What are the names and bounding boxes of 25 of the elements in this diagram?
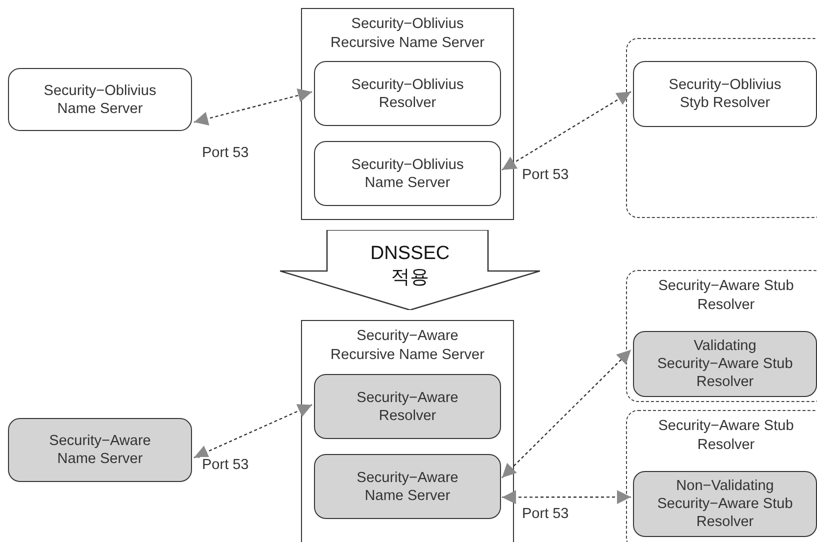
group-title: Security−Aware Stub Resolver: [657, 277, 795, 315]
server-box: Security−Oblivius Name Server: [314, 141, 501, 206]
server-box: Validating Security−Aware Stub Resolver: [633, 331, 817, 397]
server-frame: [301, 320, 514, 542]
server-frame: [301, 8, 514, 220]
arrow-label: DNSSEC 적용: [370, 242, 450, 290]
server-box: Security−Aware Resolver: [314, 374, 501, 439]
server-box: Security−Oblivius Name Server: [8, 68, 192, 131]
dashed-arrow: [502, 490, 631, 504]
group-title: Security−Oblivius Recursive Name Server: [330, 15, 486, 53]
dashed-group: [626, 38, 817, 218]
dashed-arrow: [194, 404, 312, 458]
server-box: Security−Aware Name Server: [8, 418, 192, 482]
group-title: Security−Aware Stub Resolver: [657, 417, 795, 455]
dashed-arrow: [194, 88, 312, 126]
dashed-group: [626, 270, 817, 402]
server-box: Security−Oblivius Styb Resolver: [633, 61, 817, 127]
dashed-arrow: [502, 91, 632, 170]
server-box: Security−Aware Name Server: [314, 454, 501, 519]
dashed-arrow: [502, 349, 632, 478]
group-title: Security−Aware Recursive Name Server: [330, 327, 486, 365]
server-box: Security−Oblivius Resolver: [314, 61, 501, 126]
dashed-group: [626, 410, 817, 542]
block-arrow: [280, 230, 540, 310]
server-box: Non−Validating Security−Aware Stub Resolver: [633, 471, 817, 537]
